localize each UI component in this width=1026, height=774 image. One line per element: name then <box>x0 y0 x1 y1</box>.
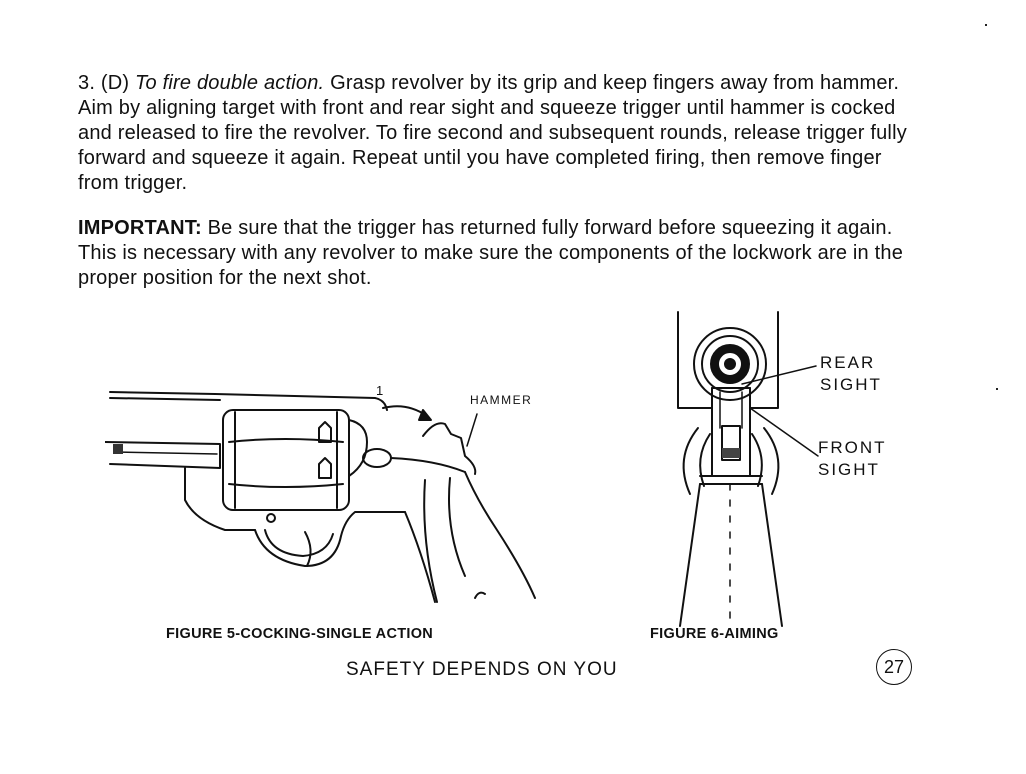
important-note: IMPORTANT: Be sure that the trigger has … <box>78 216 918 291</box>
page-footer: SAFETY DEPENDS ON YOU <box>346 659 618 680</box>
figure-5-caption: FIGURE 5-COCKING-SINGLE ACTION <box>166 626 434 642</box>
hammer-label: HAMMER <box>470 393 533 407</box>
important-body: Be sure that the trigger has returned fu… <box>78 217 904 289</box>
figure-6-caption: FIGURE 6-AIMING <box>650 626 779 642</box>
step-body: Grasp revolver by its grip and keep fing… <box>78 72 907 194</box>
page-number: 27 <box>876 649 912 685</box>
important-label: IMPORTANT: <box>78 217 202 239</box>
callout-number: 1 <box>376 383 384 398</box>
step-number: 3. (D) <box>78 72 135 94</box>
revolver-cocking-illustration <box>105 391 536 603</box>
scan-speck <box>985 24 987 26</box>
instruction-paragraph-double-action: 3. (D) To fire double action. Grasp revo… <box>78 71 918 196</box>
step-title: To fire double action. <box>134 72 325 94</box>
scan-speck <box>996 388 998 390</box>
sight-alignment-illustration <box>677 311 819 627</box>
